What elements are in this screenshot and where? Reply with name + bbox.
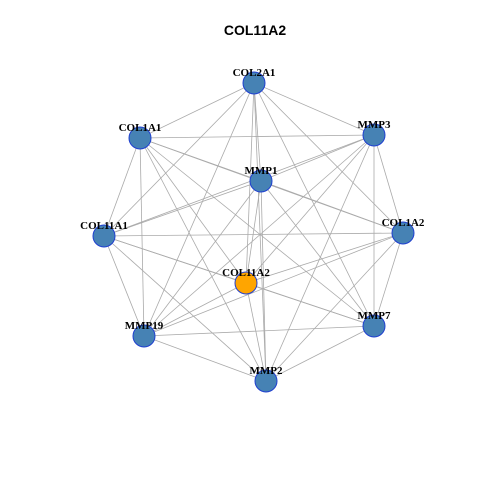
node-circle[interactable] bbox=[254, 369, 278, 393]
edge-mmp3-col11a1 bbox=[103, 134, 375, 237]
edge-mmp3-col11a2 bbox=[245, 134, 375, 284]
node-col1a1[interactable]: COL1A1 bbox=[119, 122, 162, 150]
edge-mmp1-col1a2 bbox=[260, 180, 404, 234]
node-col11a1[interactable]: COL11A1 bbox=[80, 220, 128, 248]
edge-col1a1-col11a2 bbox=[139, 137, 247, 284]
edge-col1a2-col11a2 bbox=[245, 232, 404, 284]
edge-mmp3-mmp1 bbox=[260, 134, 375, 182]
edge-mmp1-col11a1 bbox=[103, 180, 262, 237]
edge-col1a1-col11a1 bbox=[103, 137, 141, 237]
node-label: COL1A1 bbox=[119, 122, 162, 134]
diagram-title: COL11A2 bbox=[224, 22, 286, 38]
node-col1a2[interactable]: COL1A2 bbox=[382, 217, 425, 245]
edge-col1a2-mmp19 bbox=[143, 232, 404, 337]
node-col2a1[interactable]: COL2A1 bbox=[233, 67, 276, 95]
edge-mmp1-mmp2 bbox=[260, 180, 267, 382]
node-circle[interactable] bbox=[391, 221, 415, 245]
edge-col2a1-col1a2 bbox=[253, 82, 404, 234]
node-circle[interactable] bbox=[362, 314, 386, 338]
node-mmp7[interactable]: MMP7 bbox=[358, 310, 391, 338]
edge-col1a2-mmp7 bbox=[373, 232, 404, 327]
edge-col1a1-mmp2 bbox=[139, 137, 267, 382]
node-circle[interactable] bbox=[249, 169, 273, 193]
edge-mmp7-mmp2 bbox=[265, 325, 375, 382]
edge-col11a1-mmp19 bbox=[103, 235, 145, 337]
edge-mmp3-mmp2 bbox=[265, 134, 375, 382]
node-circle[interactable] bbox=[132, 324, 156, 348]
edge-col11a1-mmp2 bbox=[103, 235, 267, 382]
node-mmp3[interactable]: MMP3 bbox=[358, 119, 391, 147]
node-label: MMP19 bbox=[125, 320, 164, 332]
node-circle[interactable] bbox=[128, 126, 152, 150]
edge-col2a1-col1a1 bbox=[139, 82, 255, 139]
edge-col11a2-mmp2 bbox=[245, 282, 267, 382]
edge-mmp3-mmp19 bbox=[143, 134, 375, 337]
edge-mmp19-mmp7 bbox=[143, 325, 375, 337]
edge-col11a2-mmp7 bbox=[245, 282, 375, 327]
edge-mmp19-mmp2 bbox=[143, 335, 267, 382]
edge-col11a1-col1a2 bbox=[103, 232, 404, 237]
node-circle[interactable] bbox=[242, 71, 266, 95]
node-label: MMP2 bbox=[250, 365, 283, 377]
edge-col11a2-mmp19 bbox=[143, 282, 247, 337]
edge-mmp1-mmp19 bbox=[143, 180, 262, 337]
node-label: COL11A1 bbox=[80, 220, 128, 232]
edge-col1a2-mmp2 bbox=[265, 232, 404, 382]
edge-col2a1-mmp2 bbox=[253, 82, 267, 382]
edge-col2a1-mmp1 bbox=[253, 82, 262, 182]
edge-col1a1-mmp19 bbox=[139, 137, 145, 337]
edge-col2a1-col11a1 bbox=[103, 82, 255, 237]
node-label: MMP7 bbox=[358, 310, 391, 322]
node-circle[interactable] bbox=[362, 123, 386, 147]
node-col11a2[interactable]: COL11A2 bbox=[222, 267, 270, 295]
node-mmp19[interactable]: MMP19 bbox=[125, 320, 164, 348]
node-mmp2[interactable]: MMP2 bbox=[250, 365, 283, 393]
edge-col1a1-mmp3 bbox=[139, 134, 375, 139]
node-circle[interactable] bbox=[234, 271, 258, 295]
node-label: COL1A2 bbox=[382, 217, 425, 229]
node-label: COL2A1 bbox=[233, 67, 276, 79]
edge-col2a1-mmp19 bbox=[143, 82, 255, 337]
node-label: MMP1 bbox=[245, 165, 278, 177]
edge-mmp1-col11a2 bbox=[245, 180, 262, 284]
node-label: COL11A2 bbox=[222, 267, 270, 279]
edge-mmp3-col1a2 bbox=[373, 134, 404, 234]
node-mmp1[interactable]: MMP1 bbox=[245, 165, 278, 193]
edge-mmp1-mmp7 bbox=[260, 180, 375, 327]
node-circle[interactable] bbox=[92, 224, 116, 248]
edge-col2a1-mmp3 bbox=[253, 82, 375, 136]
node-label: MMP3 bbox=[358, 119, 391, 131]
edge-col1a1-mmp7 bbox=[139, 137, 375, 327]
